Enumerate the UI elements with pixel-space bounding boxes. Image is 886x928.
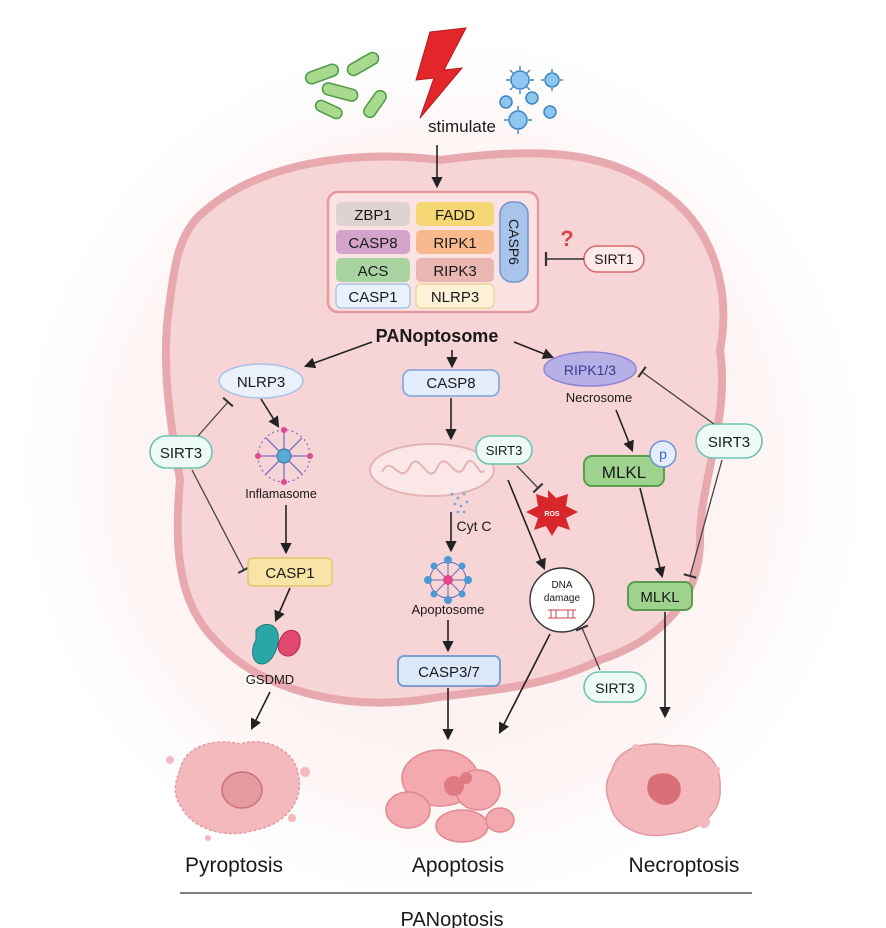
sirt3-pill-right xyxy=(695,423,763,459)
sirt3-left-label: SIRT3 xyxy=(160,445,202,462)
sirt3-pill-dna xyxy=(583,671,647,703)
panoptosome-title: PANoptosome xyxy=(376,326,499,346)
necroptosis-cell-icon xyxy=(605,743,721,837)
mlkl-p-label: MLKL xyxy=(602,463,646,482)
arrow-to-nlrp3 xyxy=(303,341,373,369)
nlrp3-node xyxy=(218,363,304,399)
inflammasome-label: Inflamasome xyxy=(245,487,317,501)
ripk1-label: RIPK1 xyxy=(433,235,476,252)
sirt1-label: SIRT1 xyxy=(594,251,634,267)
dna-damage-node xyxy=(529,567,595,633)
phospho-label: p xyxy=(659,446,667,462)
dna-damage-line2: damage xyxy=(544,593,581,604)
sirt3-mito-label: SIRT3 xyxy=(486,443,523,458)
mitochondrion-icon xyxy=(369,443,495,497)
casp8-node xyxy=(402,369,500,397)
mlkl-p-node xyxy=(583,455,665,487)
arrow-to-ripk13 xyxy=(513,341,555,359)
inhibit-sirt3-to-dna xyxy=(575,624,601,671)
arrow-mito-to-dna-damage xyxy=(507,479,546,571)
dna-icon xyxy=(548,609,576,619)
casp37-label: CASP3/7 xyxy=(418,664,480,681)
bacteria-icon xyxy=(304,51,387,120)
gsdmd-label: GSDMD xyxy=(246,672,294,687)
ripk3-box xyxy=(416,258,494,282)
casp6-box xyxy=(499,201,529,283)
lightning-icon xyxy=(415,27,467,119)
sirt3-pill-mito xyxy=(475,435,533,465)
casp1-node xyxy=(247,557,333,587)
acs-label: ACS xyxy=(358,263,389,280)
outcome-pyroptosis: Pyroptosis xyxy=(185,854,283,877)
sirt3-pill-left xyxy=(149,435,213,469)
ripk1-box xyxy=(416,230,494,254)
arrow-dna-to-apoptosis xyxy=(498,633,551,734)
inhibit-sirt3-to-ripk13 xyxy=(637,366,715,425)
ripk13-label: RIPK1/3 xyxy=(564,362,616,378)
arrow-nlrp3-to-inflammasome xyxy=(260,398,280,428)
casp8-node-label: CASP8 xyxy=(426,375,475,392)
cytc-label: Cyt C xyxy=(457,518,492,534)
fadd-box xyxy=(416,202,494,226)
nlrp3-node-label: NLRP3 xyxy=(237,374,285,391)
inhibit-sirt3-to-mlkl xyxy=(683,459,723,579)
zbp1-label: ZBP1 xyxy=(354,207,392,224)
ripk3-label: RIPK3 xyxy=(433,263,476,280)
casp8-box xyxy=(336,230,410,254)
zbp1-box xyxy=(336,202,410,226)
acs-box xyxy=(336,258,410,282)
necrosome-label: Necrosome xyxy=(566,390,632,405)
mlkl-node xyxy=(627,581,693,611)
mlkl-label: MLKL xyxy=(640,589,679,606)
ros-icon xyxy=(526,490,578,536)
casp1-node-label: CASP1 xyxy=(265,565,314,582)
inhibit-sirt3-to-nlrp3 xyxy=(197,396,234,437)
phospho-badge xyxy=(649,440,677,468)
inflammasome-icon xyxy=(255,427,313,485)
apoptosome-label: Apoptosome xyxy=(412,602,485,617)
sirt3-right-label: SIRT3 xyxy=(708,434,750,451)
dna-damage-line1: DNA xyxy=(551,580,572,591)
inhibit-sirt3-to-casp1 xyxy=(191,469,251,574)
apoptosis-cell-icon xyxy=(385,749,515,843)
ripk13-node xyxy=(543,351,637,387)
outcome-apoptosis: Apoptosis xyxy=(412,854,504,877)
stimulate-label: stimulate xyxy=(428,117,496,136)
inhibit-sirt3-to-ros xyxy=(516,465,544,494)
casp37-node xyxy=(397,655,501,687)
cytc-dots xyxy=(450,492,469,514)
outcome-necroptosis: Necroptosis xyxy=(629,854,740,877)
question-mark: ? xyxy=(560,226,573,251)
arrow-gsdmd-to-pyroptosis xyxy=(250,691,271,731)
pyroptosis-cell-icon xyxy=(166,740,310,841)
ros-label: ROS xyxy=(544,511,560,518)
arrow-mlkl-p-to-mlkl xyxy=(639,487,666,579)
casp1-label: CASP1 xyxy=(348,289,397,306)
apoptosome-icon xyxy=(424,556,472,604)
nlrp3-label: NLRP3 xyxy=(431,289,479,306)
casp6-label: CASP6 xyxy=(506,219,522,265)
casp8-label: CASP8 xyxy=(348,235,397,252)
footer-label: PANoptosis xyxy=(400,909,503,928)
nlrp3-box xyxy=(415,283,495,309)
arrow-ripk13-to-mlkl-p xyxy=(615,409,634,453)
sirt3-dna-label: SIRT3 xyxy=(595,680,635,696)
arrow-casp1-to-gsdmd xyxy=(274,587,291,623)
casp1-box xyxy=(335,283,411,309)
gsdmd-icon xyxy=(252,624,301,665)
fadd-label: FADD xyxy=(435,207,475,224)
virus-icon xyxy=(499,66,563,134)
